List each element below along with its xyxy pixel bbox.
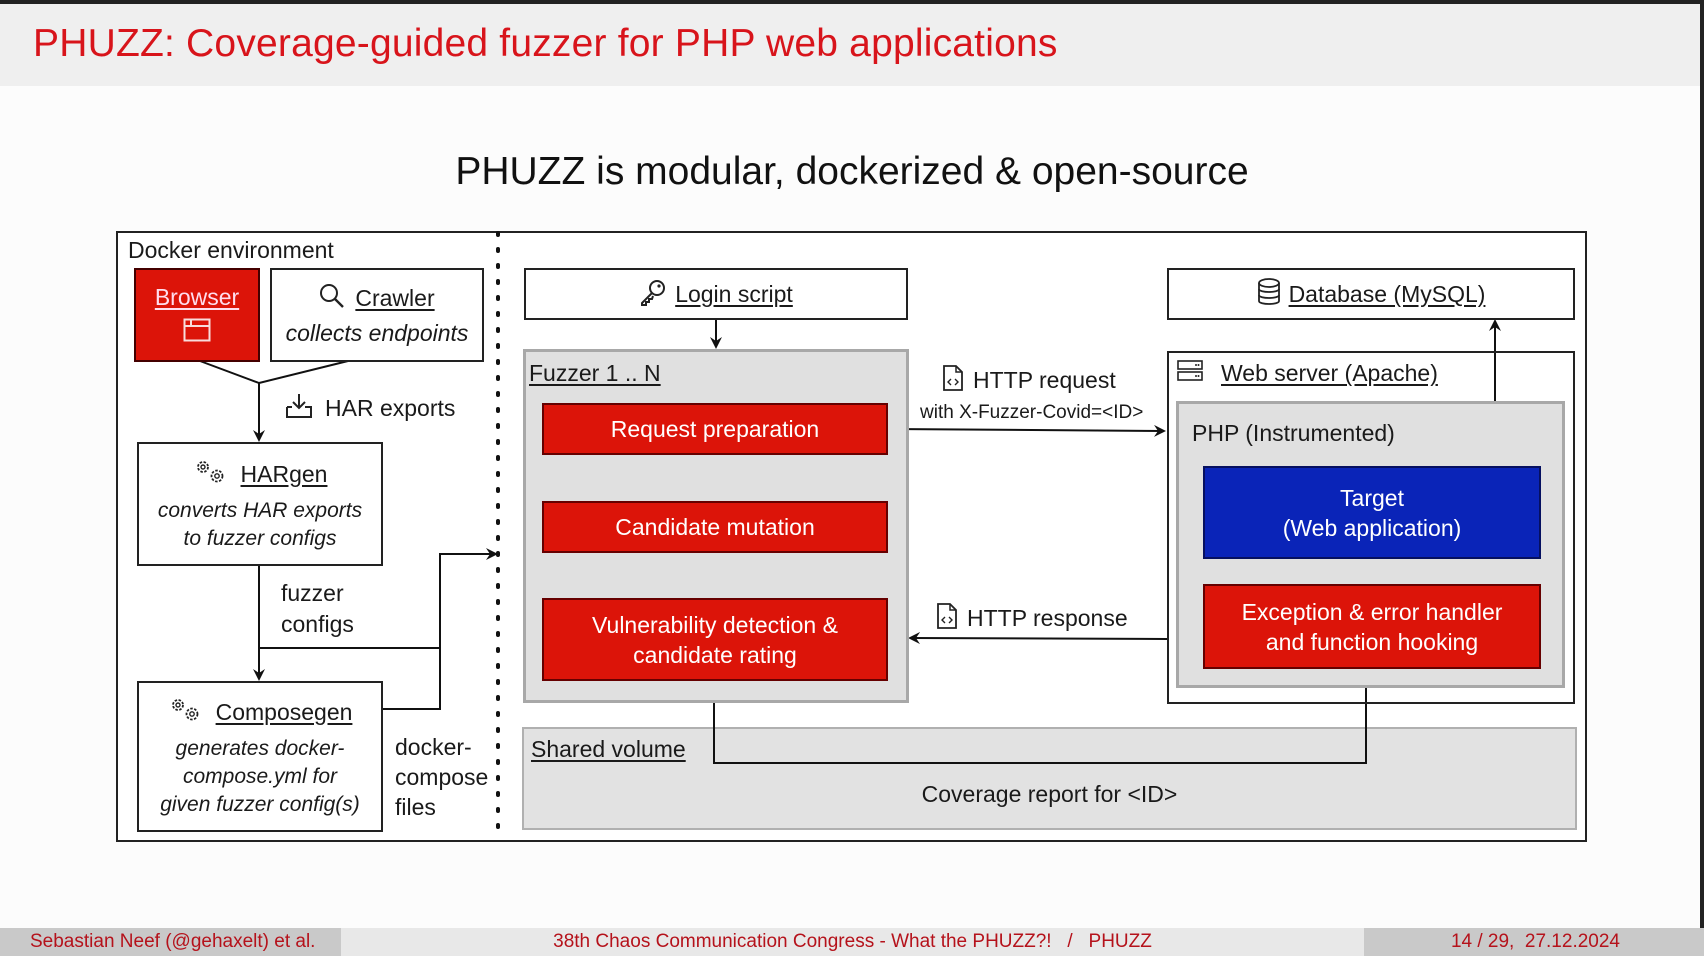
- key-icon: [639, 278, 667, 311]
- composegen-box[interactable]: Composegen generates docker- compose.yml…: [137, 681, 383, 832]
- hargen-description-2: to fuzzer configs: [183, 526, 337, 550]
- crawler-title: Crawler: [355, 285, 435, 311]
- har-exports-label: HAR exports: [285, 393, 455, 424]
- footer-author: Sebastian Neef (@gehaxelt) et al.: [30, 931, 316, 952]
- webserver-header: Web server (Apache): [1177, 360, 1438, 387]
- browser-window-icon: [183, 318, 211, 349]
- vulnerability-detection-label-1: Vulnerability detection &: [592, 611, 838, 638]
- exception-handler-box[interactable]: Exception & error handler and function h…: [1203, 584, 1541, 669]
- download-tray-icon: [285, 393, 313, 424]
- exception-label-2: and function hooking: [1265, 628, 1479, 655]
- top-border: [0, 0, 1704, 4]
- slide-header: [0, 4, 1704, 86]
- compose-files-arrow: [382, 548, 498, 710]
- hargen-description-1: converts HAR exports: [157, 498, 363, 522]
- footer-page: 14 / 29, 27.12.2024: [1450, 931, 1620, 952]
- http-request-label: HTTP request: [943, 365, 1116, 396]
- target-webapp-box[interactable]: Target (Web application): [1203, 466, 1541, 559]
- login-script-box[interactable]: Login script: [524, 268, 908, 320]
- docker-compose-files-label-3: files: [395, 794, 436, 820]
- gears-icon: [168, 696, 204, 729]
- crawler-box[interactable]: Crawler collects endpoints: [270, 268, 484, 362]
- composegen-description-1: generates docker-: [175, 737, 345, 760]
- target-label-2: (Web application): [1282, 514, 1462, 541]
- slide-subtitle: PHUZZ is modular, dockerized & open-sour…: [455, 150, 1249, 193]
- database-box[interactable]: Database (MySQL): [1167, 268, 1575, 320]
- database-title: Database (MySQL): [1288, 280, 1486, 307]
- exception-label-1: Exception & error handler: [1241, 598, 1503, 625]
- fuzzer-configs-label-2: configs: [281, 611, 354, 637]
- vulnerability-detection-box[interactable]: Vulnerability detection & candidate rati…: [542, 598, 888, 681]
- request-preparation-label: Request preparation: [610, 416, 820, 442]
- database-icon: [1257, 277, 1281, 311]
- footer-event: 38th Chaos Communication Congress - What…: [553, 931, 1152, 952]
- login-script-title: Login script: [675, 280, 793, 307]
- search-icon: [319, 283, 345, 314]
- browser-to-merge: [199, 360, 260, 384]
- slide-title: PHUZZ: Coverage-guided fuzzer for PHP we…: [33, 22, 1058, 65]
- footer-author-section: Sebastian Neef (@gehaxelt) et al.: [0, 928, 341, 956]
- fuzzer-configs-label-1: fuzzer: [281, 580, 344, 606]
- http-response-arrow: [908, 632, 1168, 645]
- crawler-description: collects endpoints: [285, 320, 469, 346]
- hargen-box[interactable]: HARgen converts HAR exports to fuzzer co…: [137, 442, 383, 566]
- target-label-1: Target: [1340, 484, 1404, 511]
- footer-event-section: 38th Chaos Communication Congress - What…: [341, 928, 1364, 956]
- http-response-text: HTTP response: [967, 605, 1128, 631]
- webserver-title: Web server (Apache): [1221, 360, 1438, 386]
- docker-environment-label: Docker environment: [128, 237, 334, 263]
- composegen-description-2: compose.yml for: [182, 765, 338, 788]
- browser-title: Browser: [154, 283, 240, 310]
- docker-compose-files-label-2: compose: [395, 764, 489, 790]
- http-request-arrow: [887, 424, 1166, 437]
- http-request-sublabel: with X-Fuzzer-Covid=<ID>: [920, 402, 1144, 423]
- request-preparation-box[interactable]: Request preparation: [542, 403, 888, 455]
- code-file-icon: [943, 365, 963, 396]
- fuzzer-title: Fuzzer 1 .. N: [529, 360, 661, 386]
- coverage-report-label: Coverage report for <ID>: [921, 781, 1178, 807]
- webserver-box: [1167, 351, 1575, 704]
- http-request-text: HTTP request: [973, 367, 1116, 393]
- crawler-to-merge: [258, 360, 349, 384]
- vulnerability-detection-label-2: candidate rating: [633, 641, 797, 668]
- php-title: PHP (Instrumented): [1192, 420, 1395, 446]
- candidate-mutation-label: Candidate mutation: [615, 514, 815, 540]
- server-icon: [1177, 360, 1203, 387]
- gears-icon: [193, 458, 229, 491]
- composegen-description-3: given fuzzer config(s): [160, 793, 360, 816]
- docker-compose-files-label-1: docker-: [395, 734, 472, 760]
- composegen-title: Composegen: [215, 699, 353, 725]
- har-exports-text: HAR exports: [325, 395, 456, 421]
- code-file-icon: [937, 603, 957, 634]
- hargen-title: HARgen: [240, 460, 328, 487]
- shared-volume-title: Shared volume: [531, 736, 686, 762]
- footer-page-section: 14 / 29, 27.12.2024: [1364, 928, 1704, 956]
- candidate-mutation-box[interactable]: Candidate mutation: [542, 501, 888, 553]
- right-border: [1700, 0, 1704, 956]
- browser-box[interactable]: Browser: [134, 268, 260, 362]
- http-response-label: HTTP response: [937, 603, 1128, 634]
